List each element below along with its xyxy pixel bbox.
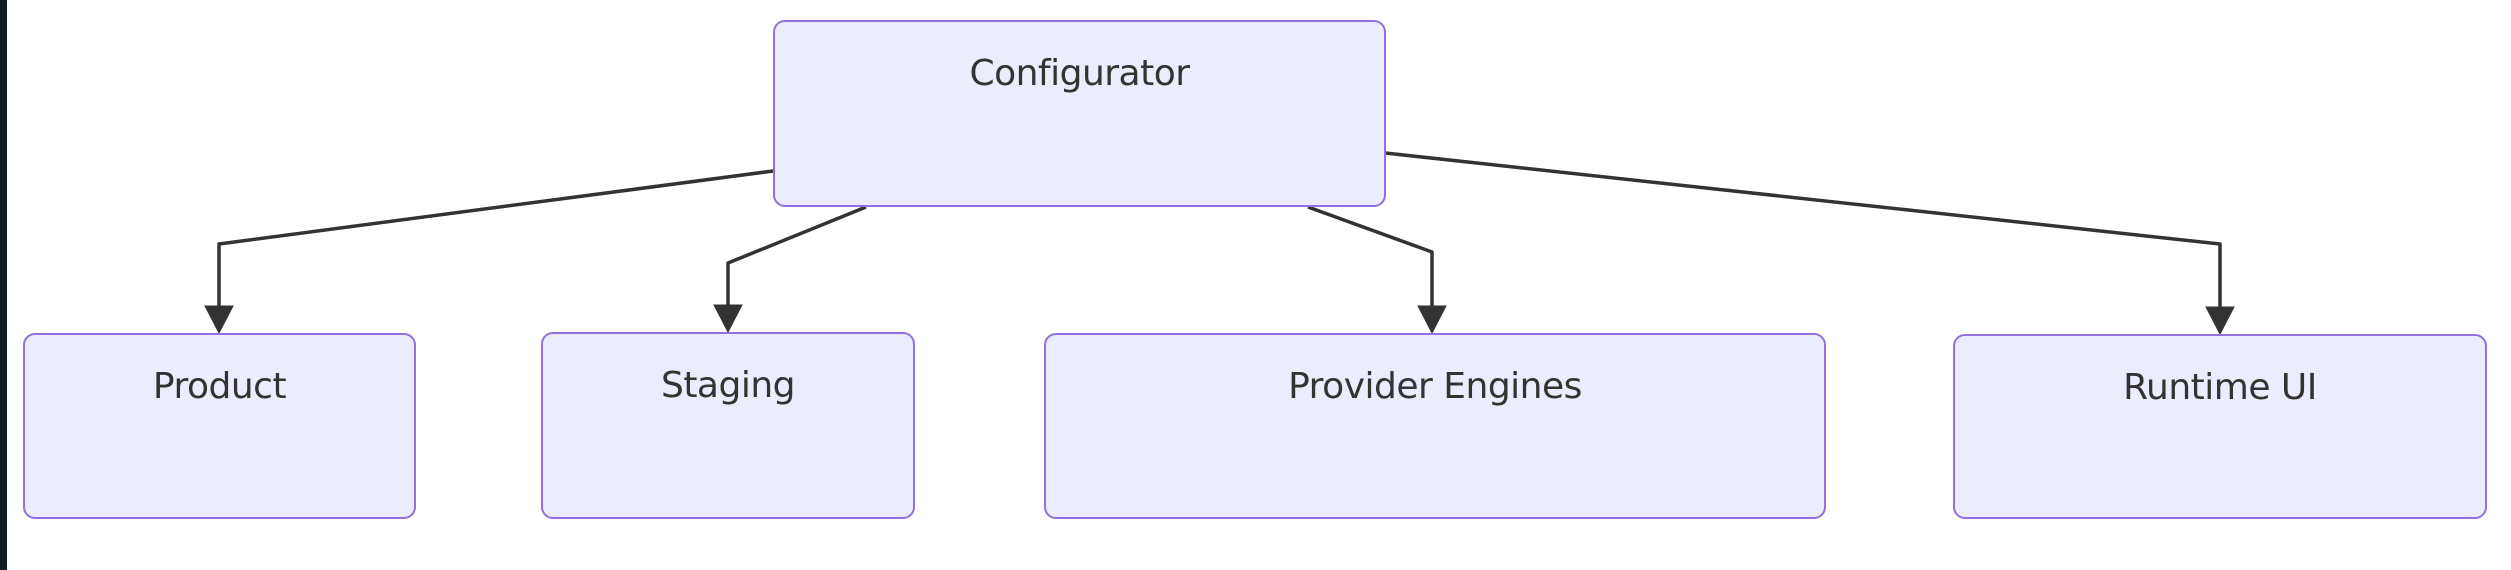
node-staging-label: Staging <box>660 365 796 406</box>
arrowhead-product <box>204 305 234 335</box>
node-runtime-ui: Runtime UI <box>1953 334 2487 519</box>
node-provider-engines-label: Provider Engines <box>1288 366 1582 407</box>
arrowhead-runtime-ui <box>2205 306 2235 336</box>
left-edge-bar <box>0 0 7 570</box>
node-product: Product <box>23 333 416 519</box>
node-configurator: Configurator <box>773 20 1386 207</box>
edge-configurator-staging <box>726 205 867 309</box>
node-configurator-label: Configurator <box>969 53 1190 94</box>
node-product-label: Product <box>152 366 287 407</box>
node-runtime-ui-label: Runtime UI <box>2123 367 2317 408</box>
node-provider-engines: Provider Engines <box>1044 333 1826 519</box>
arrowhead-provider-engines <box>1417 305 1447 335</box>
edge-configurator-runtime-ui <box>1384 151 2222 311</box>
edge-configurator-provider-engines <box>1307 205 1434 310</box>
arrowhead-staging <box>713 304 743 334</box>
node-staging: Staging <box>541 332 915 519</box>
edge-configurator-product <box>217 169 774 310</box>
